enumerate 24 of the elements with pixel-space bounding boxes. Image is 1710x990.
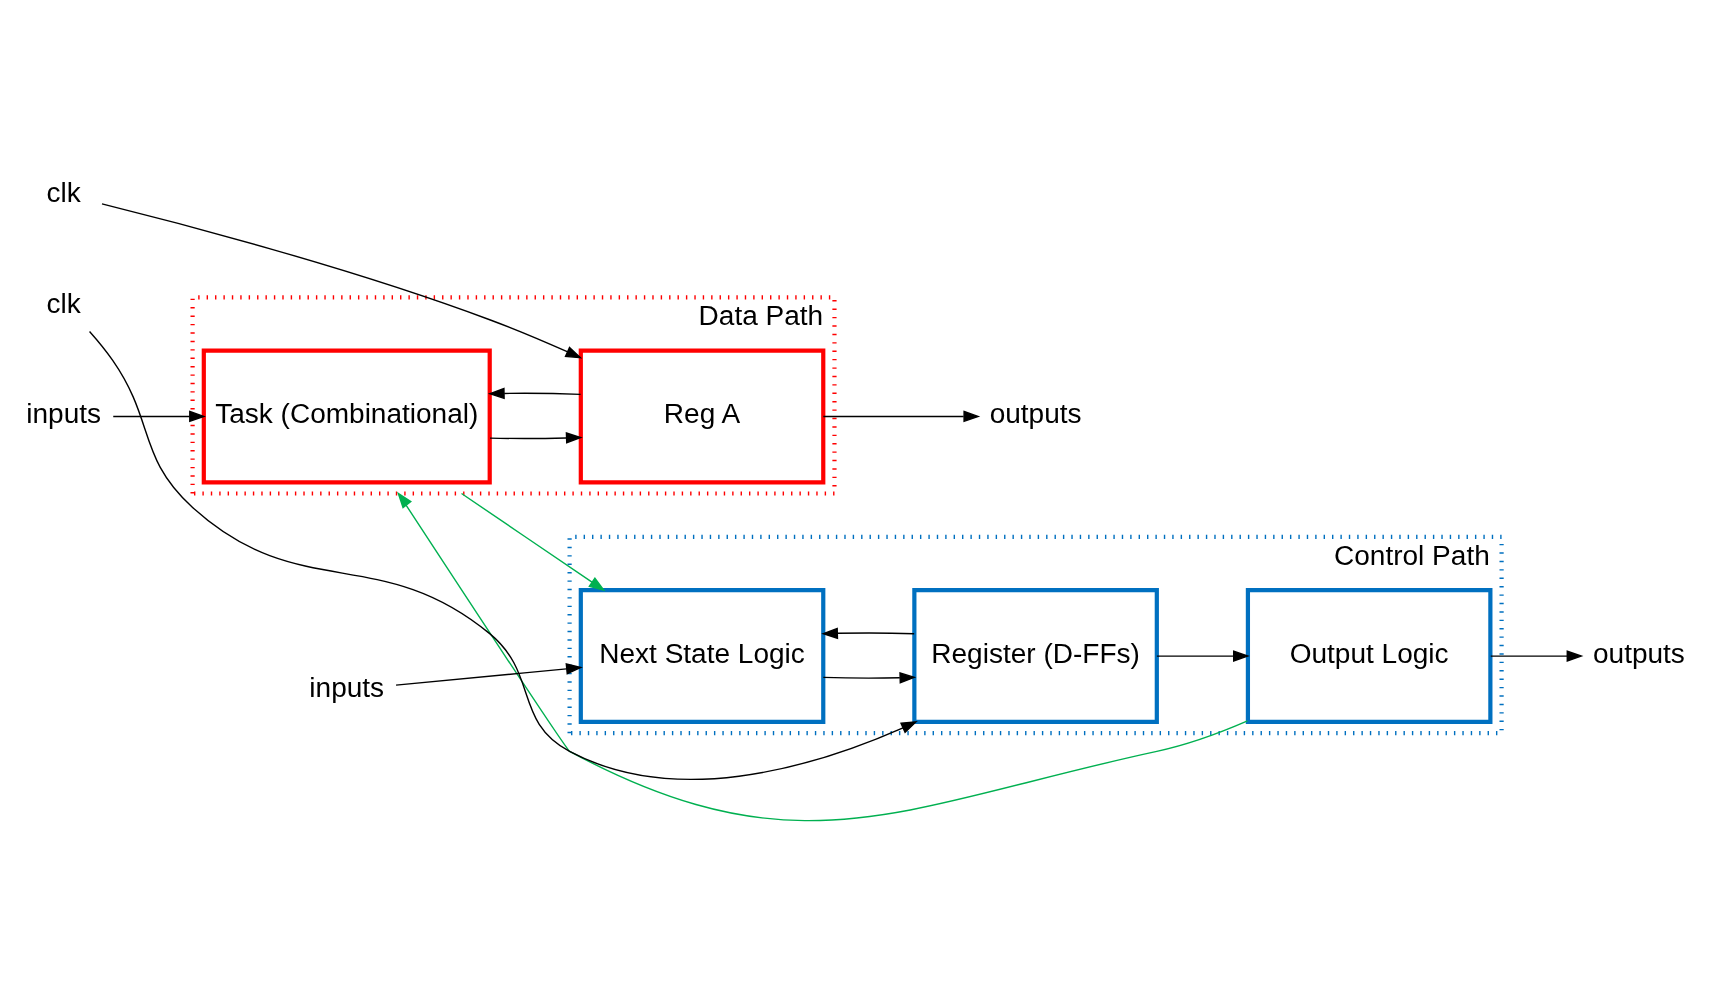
node-text: inputs [308, 671, 384, 703]
arrow [822, 671, 916, 684]
arrow [460, 492, 605, 591]
arrow [1489, 649, 1583, 662]
arrow [396, 491, 1248, 821]
arrow [88, 330, 918, 780]
arrow [488, 431, 583, 444]
node-box: Next State Logic [578, 587, 825, 724]
node-text: inputs [25, 397, 101, 429]
arrow [100, 202, 582, 358]
arrow [820, 626, 915, 639]
arrow [822, 410, 980, 422]
node-text: outputs [989, 397, 1082, 429]
node-text: outputs [1592, 637, 1685, 669]
arrow [1155, 649, 1250, 662]
node-text: clk [46, 176, 81, 208]
node-box: Output Logic [1245, 587, 1492, 724]
arrow [487, 387, 581, 399]
node-text: clk [46, 287, 81, 319]
node-box: Task (Combinational) [201, 347, 492, 484]
arrow [112, 410, 206, 422]
node-box: Reg A [578, 347, 825, 484]
node-box: Register (D-FFs) [911, 587, 1159, 724]
arrow [394, 662, 583, 686]
